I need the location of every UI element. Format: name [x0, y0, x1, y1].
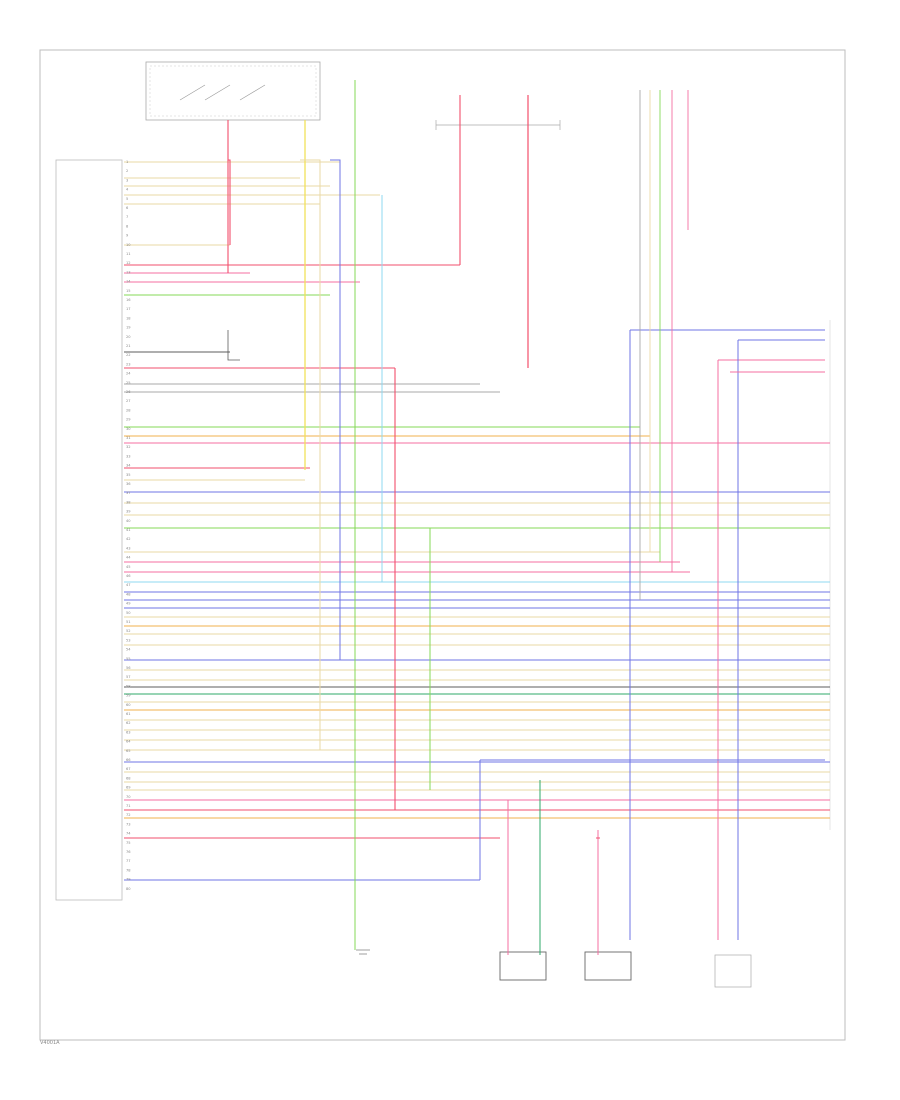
pin-number: 78: [126, 868, 131, 872]
pin-number: 68: [126, 776, 131, 780]
wire-blue-drop: [330, 159, 341, 660]
pin-number: 51: [126, 620, 131, 624]
pin-number: 67: [126, 767, 131, 771]
pin-number: 2: [126, 169, 128, 173]
pin-number: 79: [126, 878, 131, 882]
pin-number: 64: [126, 740, 131, 744]
pin-number: 77: [126, 859, 131, 863]
pin-number: 9: [126, 234, 129, 238]
pin-number: 23: [126, 362, 131, 366]
pin-number: 61: [126, 712, 131, 716]
pin-number: 15: [126, 289, 131, 293]
pin-number: 49: [126, 602, 131, 606]
pin-number: 4: [126, 188, 129, 192]
pin-number: 71: [126, 804, 131, 808]
pin-number: 76: [126, 850, 131, 854]
pin-number: 47: [126, 583, 131, 587]
pin-number: 20: [126, 335, 131, 339]
pin-number: 3: [126, 178, 128, 182]
pin-numbers: 1234567891011121314151617181920212223242…: [126, 160, 131, 891]
pin-number: 46: [126, 574, 131, 578]
pin-number: 57: [126, 675, 131, 679]
pin-number: 7: [126, 215, 128, 219]
pin-number: 36: [126, 482, 131, 486]
junction-block: [435, 120, 561, 130]
pin-number: 55: [126, 657, 131, 661]
pin-number: 70: [126, 795, 131, 799]
pin-number: 69: [126, 786, 131, 790]
pin-number: 52: [126, 629, 131, 633]
pin-number: 48: [126, 592, 131, 596]
wire-harness: [124, 80, 830, 955]
fuse-relay-box: [145, 61, 321, 121]
controller-module: [55, 159, 123, 901]
pin-number: 31: [126, 436, 131, 440]
pin-number: 54: [126, 648, 131, 652]
pin-number: 14: [126, 280, 131, 284]
pin-number: 29: [126, 418, 131, 422]
pin-number: 73: [126, 822, 131, 826]
pin-number: 65: [126, 749, 131, 753]
pin-number: 21: [126, 344, 131, 348]
wire-fuse-red: [227, 120, 231, 245]
pin-number: 35: [126, 473, 131, 477]
pin-number: 66: [126, 758, 131, 762]
pin-number: 38: [126, 500, 131, 504]
pin-number: 8: [126, 224, 129, 228]
sensor-b-block: [499, 951, 547, 981]
pin-number: 10: [126, 243, 131, 247]
pin-number: 6: [126, 206, 129, 210]
pin-number: 80: [126, 887, 131, 891]
pin-number: 53: [126, 638, 131, 642]
pin-number: 72: [126, 813, 131, 817]
pin-number: 41: [126, 528, 131, 532]
pin-number: 19: [126, 326, 131, 330]
pin-number: 58: [126, 684, 131, 688]
pin-number: 39: [126, 510, 131, 514]
page-code: V4001A: [40, 1040, 60, 1046]
pin-number: 13: [126, 270, 131, 274]
pin-number: 30: [126, 427, 131, 431]
pin-number: 40: [126, 519, 131, 523]
diagram-frame: [39, 49, 846, 1041]
pin-number: 43: [126, 546, 131, 550]
pin-number: 62: [126, 721, 131, 725]
pin-number: 28: [126, 408, 131, 412]
pin-number: 18: [126, 316, 131, 320]
wire-gray-note: [227, 330, 240, 361]
pin-number: 24: [126, 372, 131, 376]
pin-number: 32: [126, 445, 131, 449]
pin-number: 42: [126, 537, 131, 541]
pin-number: 63: [126, 730, 131, 734]
pin-number: 34: [126, 464, 131, 468]
pin-number: 22: [126, 353, 131, 357]
pin-number: 56: [126, 666, 131, 670]
pin-number: 59: [126, 694, 131, 698]
pin-number: 37: [126, 491, 131, 495]
ground-symbol: [356, 949, 370, 955]
pin-number: 16: [126, 298, 131, 302]
pin-number: 12: [126, 261, 131, 265]
pin-number: 45: [126, 565, 131, 569]
pin-number: 17: [126, 307, 131, 311]
pin-number: 50: [126, 611, 131, 615]
sensor-c-block: [584, 951, 632, 981]
pin-number: 44: [126, 556, 131, 560]
pin-number: 60: [126, 703, 131, 707]
pin-number: 27: [126, 399, 131, 403]
pin-number: 11: [126, 252, 131, 256]
pin-number: 25: [126, 381, 131, 385]
pin-number: 1: [126, 160, 128, 164]
pin-number: 74: [126, 832, 131, 836]
pin-number: 75: [126, 841, 131, 845]
wire-tan-drop: [300, 159, 321, 750]
pin-number: 5: [126, 197, 128, 201]
pin-number: 26: [126, 390, 131, 394]
sensor-d-block: [714, 954, 752, 988]
pin-number: 33: [126, 454, 131, 458]
